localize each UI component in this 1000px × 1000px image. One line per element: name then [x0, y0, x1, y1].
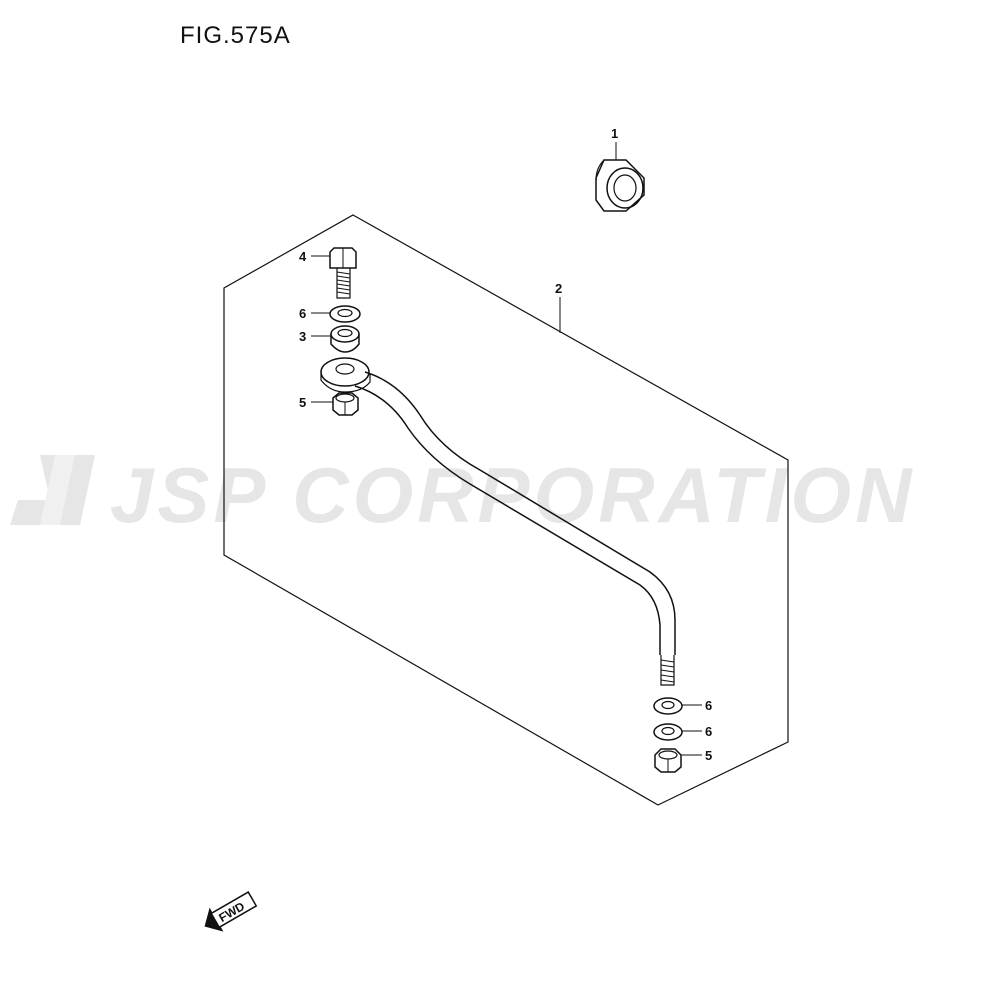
callout-5-lower: 5 [705, 748, 712, 763]
fwd-arrow-icon: FWD [204, 891, 258, 932]
part-6-washer-lower-b[interactable] [653, 723, 683, 741]
part-3-collar[interactable] [330, 325, 360, 353]
callout-5-top: 5 [299, 395, 306, 410]
fwd-label: FWD [216, 899, 247, 925]
callout-6-lower-a: 6 [705, 698, 712, 713]
callout-3: 3 [299, 329, 306, 344]
part-6-washer-lower-a[interactable] [653, 697, 683, 715]
part-1-bushing[interactable] [595, 159, 645, 212]
part-4-bolt[interactable] [329, 247, 357, 299]
callout-2: 2 [555, 281, 562, 296]
part-6-washer-top[interactable] [329, 305, 361, 323]
callout-1: 1 [611, 126, 618, 141]
part-5-nut-top[interactable] [332, 392, 359, 416]
part-5-nut-lower[interactable] [654, 748, 682, 773]
kit-boundary [223, 214, 789, 806]
callout-4: 4 [299, 249, 307, 264]
part-2-tie-rod[interactable] [320, 357, 676, 686]
figure-title: FIG.575A [180, 22, 291, 49]
callout-6-top: 6 [299, 306, 306, 321]
callout-6-lower-b: 6 [705, 724, 712, 739]
